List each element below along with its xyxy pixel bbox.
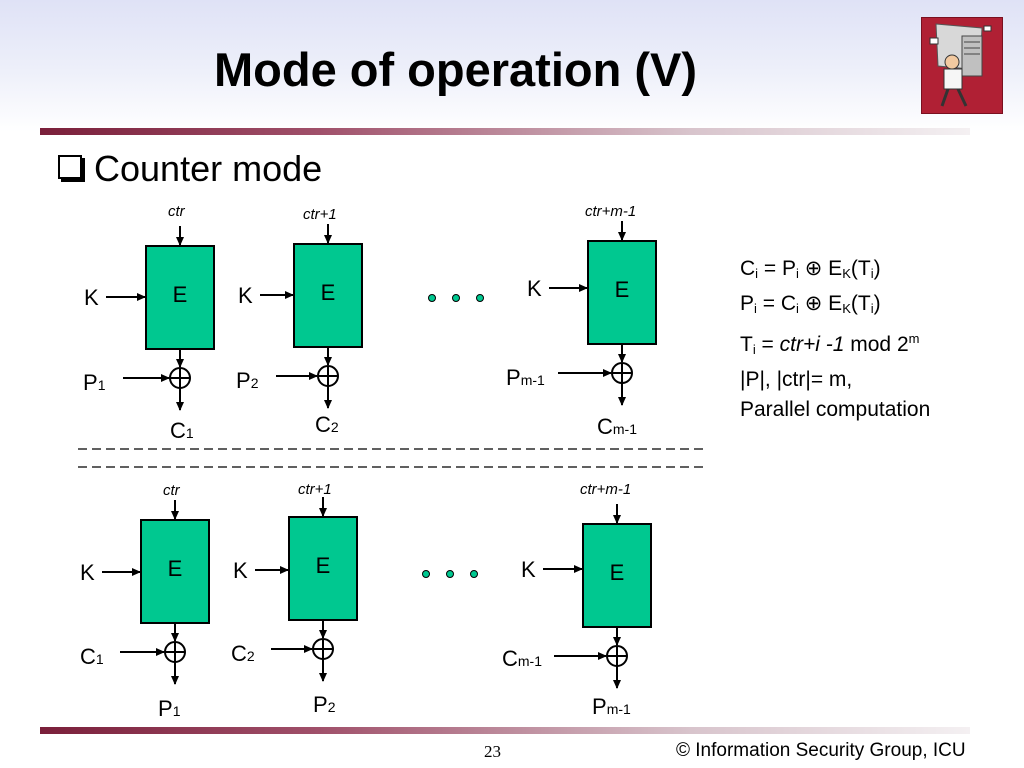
checkbox-bullet-icon [58, 155, 82, 179]
dec-block-2-key-label: K [233, 558, 248, 583]
header-rule [40, 128, 970, 135]
enc-block-2-counter-label: ctr+1 [303, 206, 337, 223]
logo-illustration-icon [929, 23, 992, 107]
dec-block-3-encrypt-box [582, 523, 652, 628]
dec-block-2-encrypt-label: E [316, 553, 331, 578]
dec-block-1-encrypt-label: E [168, 556, 183, 581]
enc-block-2-encrypt-label: E [321, 280, 336, 305]
copyright-text: © Information Security Group, ICU [676, 740, 966, 761]
bullet-text: Counter mode [94, 148, 323, 189]
enc-block-3-key-label: K [527, 276, 542, 301]
dec-block-3-counter-label: ctr+m-1 [580, 481, 631, 498]
dec-block-1-input-label: C1 [80, 644, 104, 669]
bullet-counter-mode: Counter mode [58, 151, 322, 187]
ellipsis-dot-4 [422, 570, 430, 578]
formula-sizes: |P|, |ctr|= m, [740, 368, 853, 391]
ellipsis-dot-3 [476, 294, 484, 302]
enc-block-1-input-label: P1 [83, 370, 106, 395]
ellipsis-dot-1 [428, 294, 436, 302]
enc-block-2-key-label: K [238, 283, 253, 308]
enc-block-3-counter-label: ctr+m-1 [585, 203, 636, 220]
header-band [0, 0, 1024, 132]
ellipsis-dot-2 [452, 294, 460, 302]
slide-title: Mode of operation (V) [214, 43, 698, 96]
dec-block-2-input-label: C2 [231, 641, 255, 666]
enc-block-3-output-label: Cm-1 [597, 414, 637, 439]
enc-block-1-counter-label: ctr [168, 203, 186, 220]
formula-encrypt: Ci = Pi ⊕ EK(Ti) [740, 257, 881, 281]
enc-block-2-input-label: P2 [236, 368, 259, 393]
dec-block-1-encrypt-box [140, 519, 210, 624]
dec-block-1-counter-label: ctr [163, 482, 181, 499]
enc-block-3-encrypt-box [587, 240, 657, 345]
dec-block-2-counter-label: ctr+1 [298, 481, 332, 498]
logo-icon [921, 17, 1003, 114]
dec-block-1-key-label: K [80, 560, 95, 585]
formula-panel: Ci = Pi ⊕ EK(Ti) Pi = Ci ⊕ EK(Ti) Ti = c… [740, 254, 930, 425]
formula-decrypt: Pi = Ci ⊕ EK(Ti) [740, 292, 881, 316]
dec-block-3-encrypt-label: E [610, 560, 625, 585]
dec-block-2-output-label: P2 [313, 692, 336, 717]
ellipsis-dot-5 [446, 570, 454, 578]
formula-counter: Ti = ctr+i -1 mod 2m [740, 331, 920, 357]
enc-block-2-encrypt-box [293, 243, 363, 348]
enc-block-1-encrypt-label: E [173, 282, 188, 307]
page-number: 23 [484, 742, 501, 761]
enc-block-1-output-label: C1 [170, 418, 194, 443]
enc-block-1-encrypt-box [145, 245, 215, 350]
dec-block-3-output-label: Pm-1 [592, 694, 631, 719]
enc-block-1-key-label: K [84, 285, 99, 310]
footer-rule [40, 727, 970, 734]
formula-note: Parallel computation [740, 398, 931, 421]
ellipsis-dot-6 [470, 570, 478, 578]
dec-block-3-input-label: Cm-1 [502, 646, 542, 671]
enc-block-3-input-label: Pm-1 [506, 365, 545, 390]
enc-block-2-output-label: C2 [315, 412, 339, 437]
dec-block-1-output-label: P1 [158, 696, 181, 721]
enc-block-3-encrypt-label: E [615, 277, 630, 302]
dec-block-3-key-label: K [521, 557, 536, 582]
